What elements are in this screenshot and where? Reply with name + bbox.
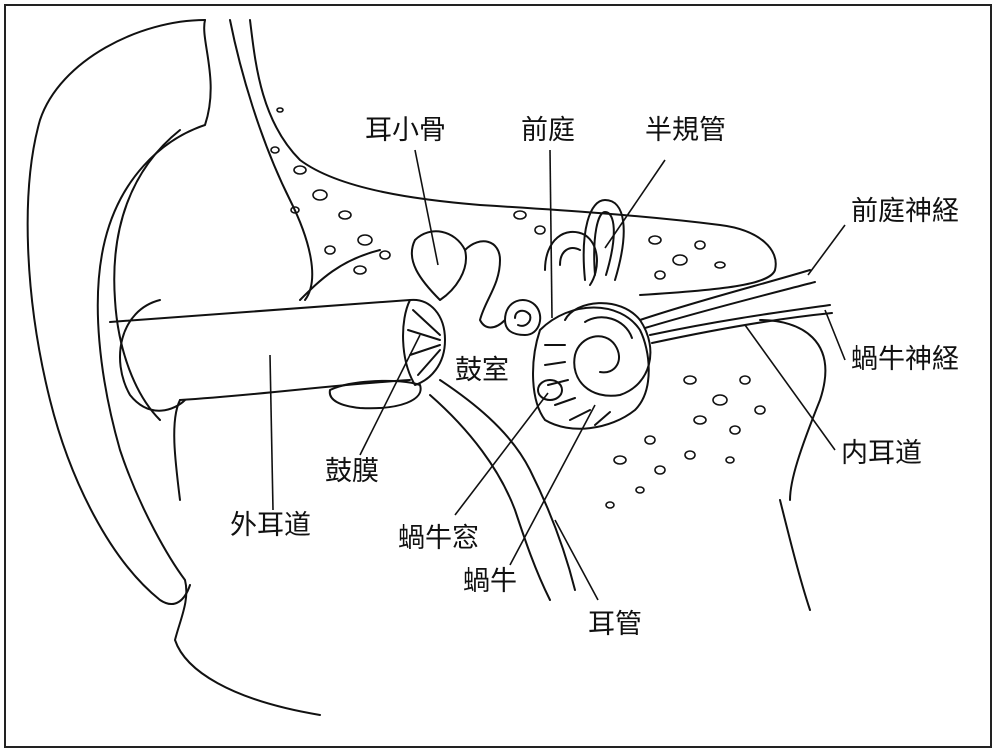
label-vestibular-nerve: 前庭神経	[851, 198, 959, 225]
label-round-window: 蝸牛窓	[398, 525, 479, 552]
label-semicircular-canals: 半規管	[645, 117, 726, 144]
label-external-auditory-canal: 外耳道	[230, 512, 311, 539]
label-cochlea: 蝸牛	[463, 568, 517, 595]
label-cochlear-nerve: 蝸牛神経	[851, 346, 959, 373]
auricle-outer	[98, 20, 320, 715]
canal-lower-wall	[180, 380, 410, 400]
incus	[465, 241, 505, 327]
vestibule-body	[533, 308, 649, 429]
auricle-inner-fold	[114, 130, 180, 420]
round-window	[538, 380, 562, 400]
right-bone-edge	[780, 500, 810, 610]
canal-lateral	[545, 232, 597, 285]
eustachian-tube-upper	[440, 380, 575, 590]
bone-pores	[271, 108, 765, 508]
label-eardrum: 鼓膜	[325, 458, 379, 485]
malleus	[412, 231, 466, 300]
canal-lower-curve	[174, 400, 180, 500]
stapes	[505, 300, 540, 335]
cochlea-lines	[545, 345, 610, 425]
bone-shelf	[330, 381, 421, 408]
cochlea-spiral-inner	[585, 317, 632, 338]
label-ossicles: 耳小骨	[365, 117, 446, 144]
stapes-inner	[515, 311, 530, 326]
label-tympanic-cavity: 鼓室	[455, 357, 509, 384]
canal-upper-wall	[110, 300, 410, 322]
canal-posterior	[560, 248, 580, 265]
nerve-vestibular-2	[645, 282, 815, 328]
bone-base-right	[760, 320, 825, 500]
label-vestibule: 前庭	[521, 117, 575, 144]
eardrum-shape	[403, 300, 445, 385]
label-internal-auditory-canal: 内耳道	[841, 440, 922, 467]
eardrum-fan	[408, 310, 440, 375]
label-eustachian-tube: 耳管	[588, 611, 642, 638]
